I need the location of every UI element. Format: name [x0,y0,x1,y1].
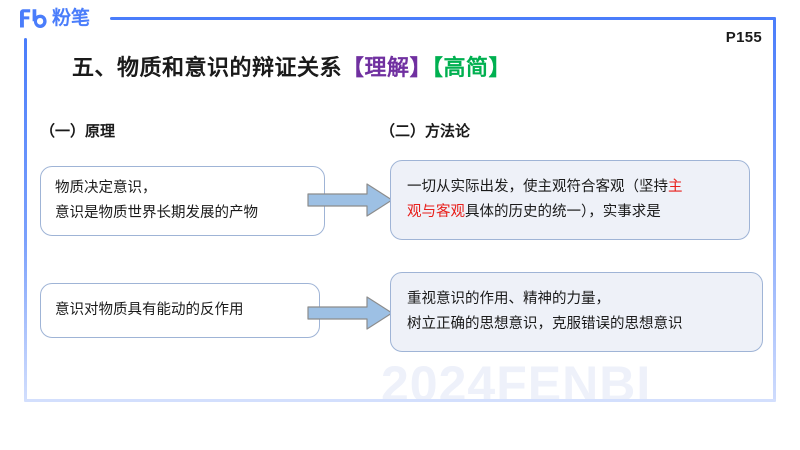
method-box-1-highlight-a: 主 [668,178,683,195]
method-box-1-line-2: 观与客观具体的历史的统一），实事求是 [407,200,733,225]
method-box-1-line-1: 一切从实际出发，使主观符合客观（坚持主 [407,175,733,200]
title-tag-understand: 【理解】 [342,55,433,80]
frame-bottom-line [24,399,776,402]
principle-box-1-line-2: 意识是物质世界长期发展的产物 [55,205,258,221]
frame-left-line [24,38,27,402]
watermark-text: 2024FENBI [381,356,652,412]
page-title: 五、物质和意识的辩证关系【理解】【高简】 [72,50,511,82]
frame-right-line [773,17,776,402]
right-arrow-icon-2 [307,296,393,330]
method-box-1-highlight-b: 观与客观 [407,204,465,220]
method-box-1-line-1-text: 一切从实际出发，使主观符合客观（坚持 [407,178,668,195]
method-box-2-line-1: 重视意识的作用、精神的力量， [407,290,610,307]
method-box-1-line-2-text: 具体的历史的统一），实事求是 [465,204,661,220]
section-heading-method: （二）方法论 [380,123,471,140]
right-arrow-icon [307,183,393,217]
page-number: P155 [725,29,762,46]
frame-top-line [110,17,776,20]
brand-name: 粉笔 [52,8,91,29]
page-title-main: 五、物质和意识的辩证关系 [72,55,343,80]
title-tag-concise: 【高简】 [432,55,512,80]
principle-box-1: 物质决定意识， 意识是物质世界长期发展的产物 [40,166,325,236]
principle-box-2-line-1: 意识对物质具有能动的反作用 [55,301,244,318]
section-heading-principle: （一）原理 [40,123,116,140]
method-box-1: 一切从实际出发，使主观符合客观（坚持主 观与客观具体的历史的统一），实事求是 [390,160,750,240]
method-box-2: 重视意识的作用、精神的力量， 树立正确的思想意识，克服错误的思想意识 [390,272,763,352]
brand-logo: 粉笔 [18,8,90,30]
method-box-2-line-2: 树立正确的思想意识，克服错误的思想意识 [407,316,683,332]
fenbi-logo-icon [18,8,48,30]
principle-box-1-line-1: 物质决定意识， [55,179,157,196]
principle-box-2: 意识对物质具有能动的反作用 [40,283,320,338]
